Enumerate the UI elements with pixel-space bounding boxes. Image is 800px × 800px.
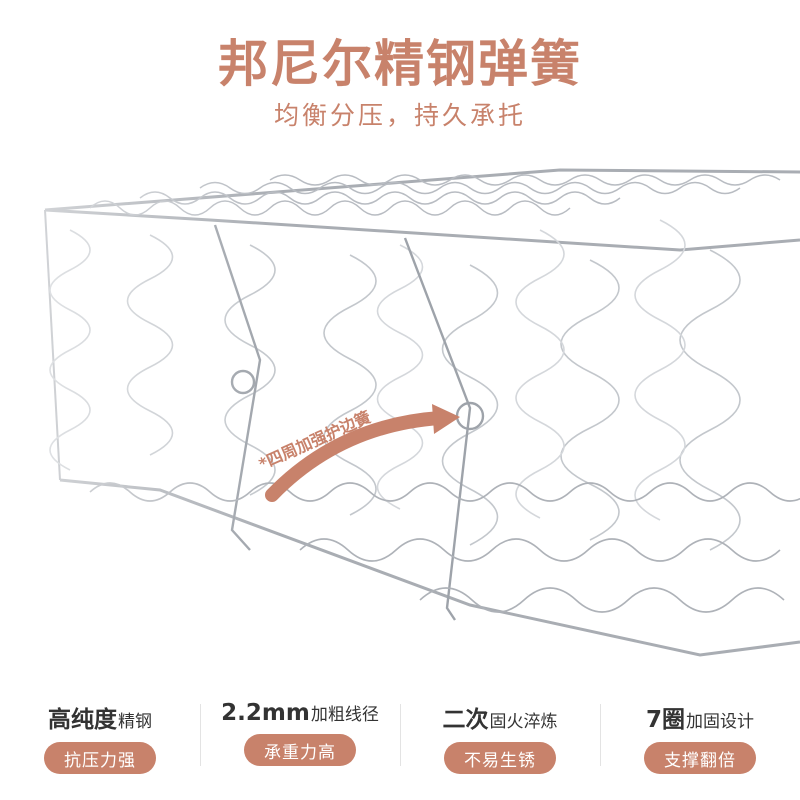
feature-strong-text: 7圈: [645, 707, 685, 733]
feature-purity: 高纯度 精钢 抗压力强: [0, 690, 200, 800]
feature-badge: 承重力高: [244, 734, 356, 766]
spring-unit-photo: *四周加强护边簧: [0, 150, 800, 680]
annotation-arrow: [265, 404, 460, 502]
feature-badge: 支撑翻倍: [644, 742, 756, 774]
feature-strong-text: 二次: [442, 707, 489, 733]
feature-strong-text: 2.2mm: [221, 700, 310, 726]
feature-strip: 高纯度 精钢 抗压力强 2.2mm 加粗线径 承重力高 二次 固火淬炼 不易生锈…: [0, 690, 800, 800]
feature-heading: 7圈 加固设计: [646, 700, 754, 734]
feature-heading: 2.2mm 加粗线径: [221, 700, 379, 726]
feature-wire-gauge: 2.2mm 加粗线径 承重力高: [200, 690, 400, 800]
product-subtitle: 均衡分压，持久承托: [273, 101, 526, 130]
feature-badge: 抗压力强: [44, 742, 156, 774]
feature-light-text: 精钢: [118, 712, 152, 732]
feature-light-text: 固火淬炼: [489, 712, 558, 732]
feature-light-text: 加粗线径: [310, 705, 379, 725]
feature-coil-count: 7圈 加固设计 支撑翻倍: [600, 690, 800, 800]
feature-light-text: 加固设计: [686, 712, 754, 732]
feature-heading: 高纯度 精钢: [48, 700, 152, 734]
feature-heading: 二次 固火淬炼: [443, 700, 558, 734]
feature-tempering: 二次 固火淬炼 不易生锈: [400, 690, 600, 800]
feature-strong-text: 高纯度: [48, 707, 117, 733]
feature-badge: 不易生锈: [444, 742, 556, 774]
product-title: 邦尼尔精钢弹簧: [218, 35, 582, 93]
